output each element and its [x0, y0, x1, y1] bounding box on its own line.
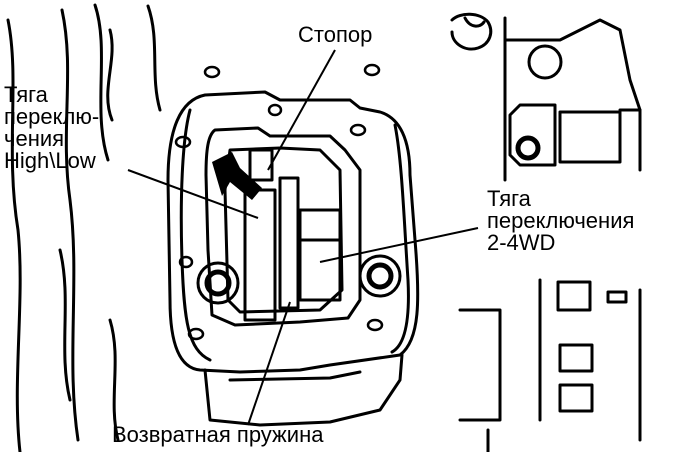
leader-spring [247, 301, 291, 426]
housing-plate [166, 90, 420, 374]
label-return-spring: Возвратная пружина [112, 422, 324, 447]
high-low-rod [243, 188, 277, 322]
arrow-icon [212, 152, 262, 200]
bolt-left [196, 261, 240, 305]
return-spring [278, 176, 300, 310]
inner-window [204, 126, 362, 327]
lower-casing [203, 353, 404, 427]
left-hatching [6, 3, 162, 452]
wd-rod [298, 208, 342, 302]
right-side-components [450, 12, 642, 452]
label-high-low-rod: Тяга переклю- чения High\Low [4, 82, 100, 173]
label-2-4wd-rod: Тяга переключения 2-4WD [487, 186, 635, 255]
leader-stopper [267, 49, 336, 171]
bolt-right [358, 254, 402, 298]
leader-wd [319, 227, 479, 263]
leader-high-low [127, 169, 259, 219]
leader-lines [127, 49, 479, 426]
mounting-holes [174, 63, 384, 341]
label-stopper: Стопор [298, 22, 373, 47]
